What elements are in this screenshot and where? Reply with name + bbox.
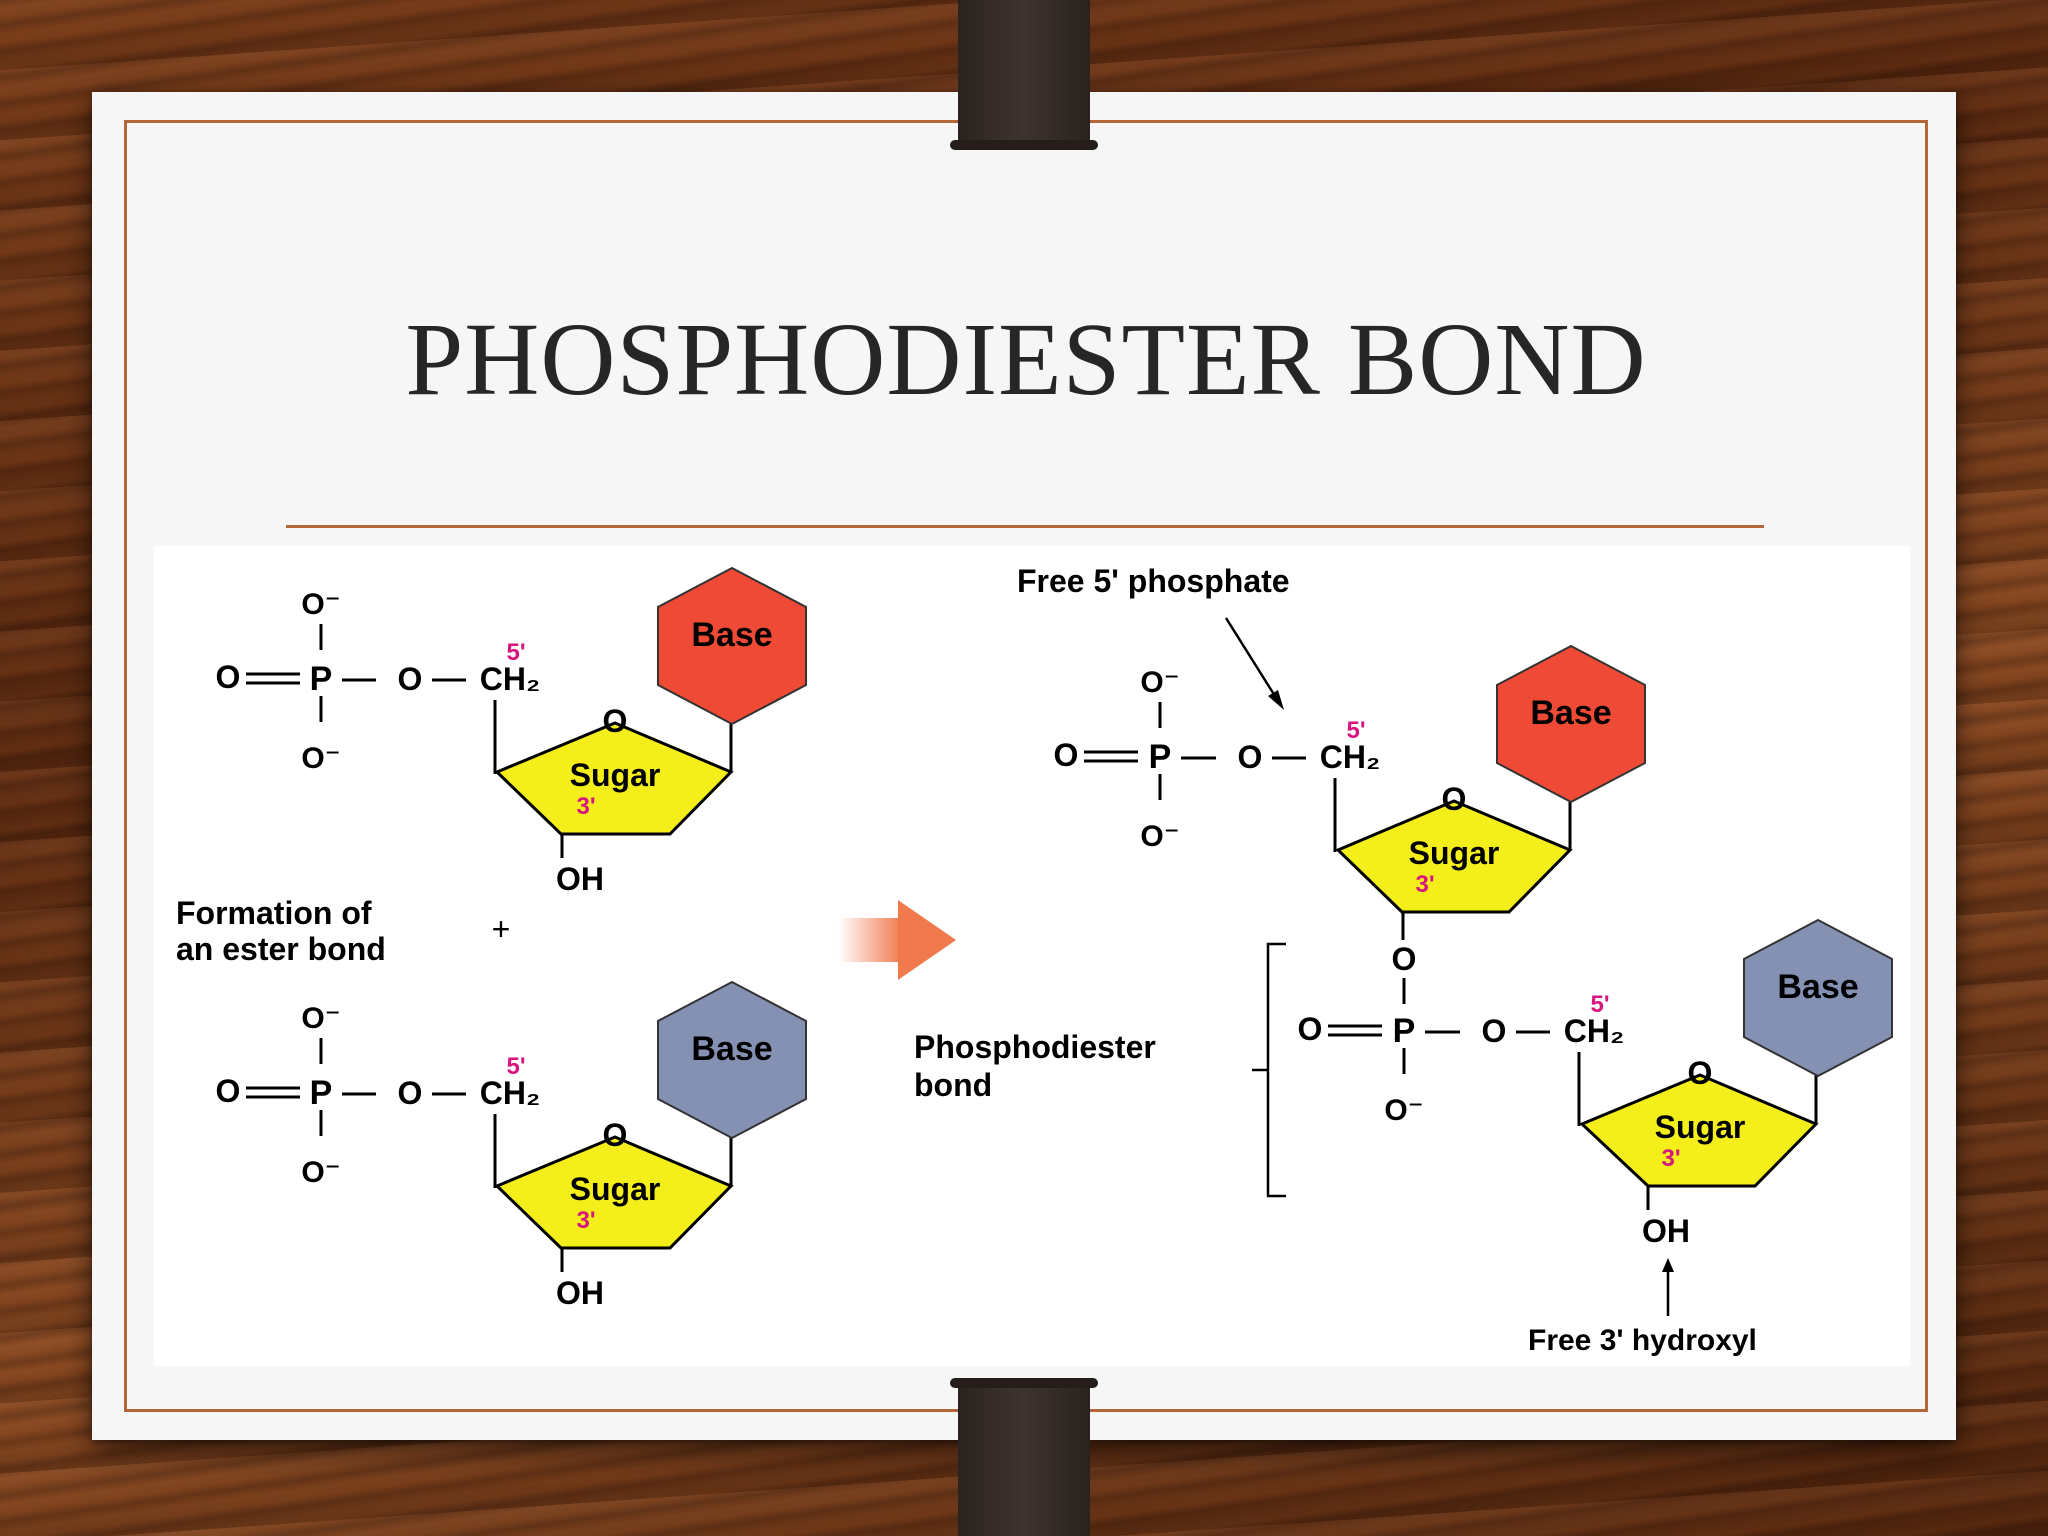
diagram-figure: O⁻ O P O O⁻ 5' CH₂ O Sugar 3' OH Base Fo… bbox=[154, 546, 1910, 1366]
o-label: O bbox=[216, 659, 241, 695]
binder-clip-bottom-cap bbox=[950, 1378, 1098, 1388]
three-prime-label: 3' bbox=[576, 1207, 595, 1234]
o-minus-label: O⁻ bbox=[1140, 820, 1179, 853]
base-label: Base bbox=[1777, 968, 1858, 1006]
title-divider bbox=[286, 525, 1764, 528]
free-3-arrow bbox=[1662, 1258, 1674, 1316]
o-minus-label: O⁻ bbox=[301, 588, 340, 621]
nucleotide-left-top: O⁻ O P O O⁻ 5' CH₂ O Sugar 3' OH Base bbox=[216, 566, 807, 897]
free-5-phosphate-label: Free 5' phosphate bbox=[1017, 563, 1290, 599]
formation-label-line2: an ester bond bbox=[176, 931, 386, 967]
sugar-label: Sugar bbox=[570, 757, 661, 793]
nucleotide-left-bottom: O⁻ O P O O⁻ 5' CH₂ O Sugar 3' OH Base bbox=[216, 980, 807, 1311]
five-prime-label: 5' bbox=[506, 1053, 525, 1080]
ch2-label: CH₂ bbox=[1320, 739, 1380, 775]
sugar-label: Sugar bbox=[1409, 835, 1500, 871]
phosphodiester-bracket bbox=[1252, 942, 1286, 1198]
base-label: Base bbox=[1530, 694, 1611, 732]
o-minus-label: O⁻ bbox=[1384, 1094, 1423, 1127]
binder-clip-top-cap bbox=[950, 140, 1098, 150]
hydroxyl-label: OH bbox=[556, 861, 604, 897]
base-label: Base bbox=[691, 1030, 772, 1068]
o-minus-label: O⁻ bbox=[301, 742, 340, 775]
ring-oxygen-label: O bbox=[1688, 1055, 1713, 1091]
phosphodiester-linkage: O O P O O⁻ bbox=[1298, 941, 1550, 1127]
ring-oxygen-label: O bbox=[603, 703, 628, 739]
phosphorus-label: P bbox=[310, 660, 333, 698]
hydroxyl-label: OH bbox=[556, 1275, 604, 1311]
phosphorus-label: P bbox=[310, 1074, 333, 1112]
phosphorus-label: P bbox=[1149, 738, 1172, 776]
o-label: O bbox=[1392, 941, 1417, 977]
three-prime-label: 3' bbox=[1415, 871, 1434, 898]
five-prime-label: 5' bbox=[1346, 717, 1365, 744]
three-prime-label: 3' bbox=[1661, 1145, 1680, 1172]
o-label: O bbox=[398, 1075, 423, 1111]
sugar-label: Sugar bbox=[570, 1171, 661, 1207]
binder-clip-bottom bbox=[958, 1382, 1090, 1536]
base-label: Base bbox=[691, 616, 772, 654]
phosphorus-label: P bbox=[1393, 1012, 1416, 1050]
ring-oxygen-label: O bbox=[603, 1117, 628, 1153]
o-label: O bbox=[216, 1073, 241, 1109]
o-label: O bbox=[1298, 1011, 1323, 1047]
free-5-arrow bbox=[1224, 617, 1284, 710]
ring-oxygen-label: O bbox=[1442, 781, 1467, 817]
ch2-label: CH₂ bbox=[480, 661, 540, 697]
o-label: O bbox=[1482, 1013, 1507, 1049]
reaction-arrow bbox=[838, 900, 956, 980]
o-label: O bbox=[398, 661, 423, 697]
o-minus-label: O⁻ bbox=[1140, 666, 1179, 699]
five-prime-label: 5' bbox=[506, 639, 525, 666]
ch2-label: CH₂ bbox=[480, 1075, 540, 1111]
phosphodiester-label-line2: bond bbox=[914, 1067, 992, 1103]
nucleotide-right-bottom: 5' CH₂ O Sugar 3' OH Base bbox=[1564, 918, 1893, 1249]
free-3-hydroxyl-label: Free 3' hydroxyl bbox=[1528, 1324, 1757, 1357]
o-label: O bbox=[1238, 739, 1263, 775]
phosphodiester-label-line1: Phosphodiester bbox=[914, 1029, 1156, 1065]
o-label: O bbox=[1054, 737, 1079, 773]
nucleotide-right-top: O⁻ O P O O⁻ 5' CH₂ O Sugar 3' Base bbox=[1054, 644, 1646, 940]
five-prime-label: 5' bbox=[1590, 991, 1609, 1018]
phosphodiester-diagram: O⁻ O P O O⁻ 5' CH₂ O Sugar 3' OH Base Fo… bbox=[176, 563, 1893, 1357]
o-minus-label: O⁻ bbox=[301, 1156, 340, 1189]
sugar-label: Sugar bbox=[1655, 1109, 1746, 1145]
three-prime-label: 3' bbox=[576, 793, 595, 820]
ch2-label: CH₂ bbox=[1564, 1013, 1624, 1049]
o-minus-label: O⁻ bbox=[301, 1002, 340, 1035]
slide-title: PHOSPHODIESTER BOND bbox=[405, 302, 1647, 417]
hydroxyl-label: OH bbox=[1642, 1213, 1690, 1249]
binder-clip-top bbox=[958, 0, 1090, 146]
formation-label-line1: Formation of bbox=[176, 895, 372, 931]
plus-sign: + bbox=[492, 911, 511, 947]
